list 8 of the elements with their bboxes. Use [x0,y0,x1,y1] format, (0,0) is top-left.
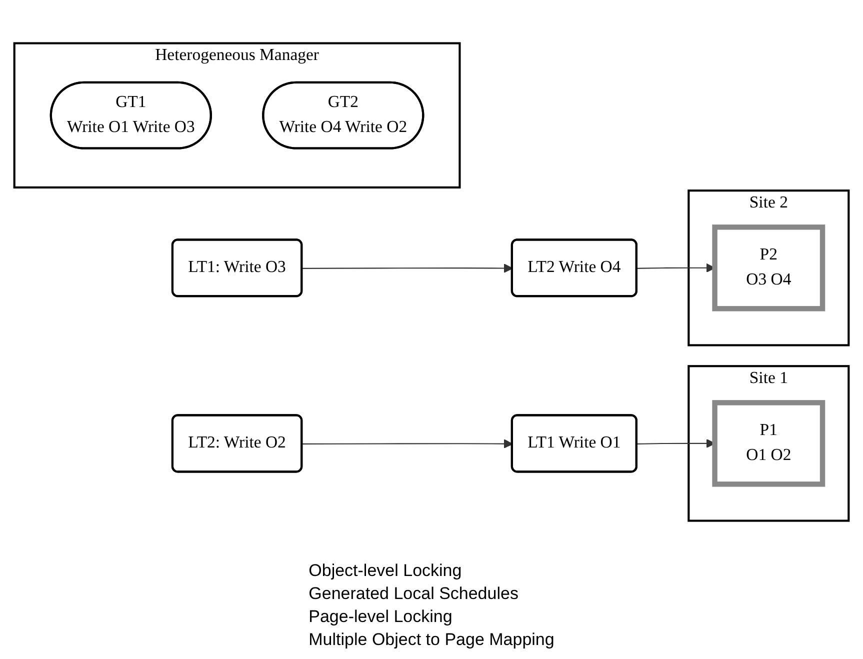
caption-text: Object-level Locking [308,561,463,581]
node-box: P2 O3 O4 [712,224,826,312]
node-box: P1 O1 O2 [712,400,826,487]
caption-text: Generated Local Schedules [308,584,520,604]
caption-text: Page-level Locking [308,607,454,627]
arrow [302,264,513,273]
caption-text: Multiple Object to Page Mapping [308,630,554,650]
arrow [302,439,513,448]
